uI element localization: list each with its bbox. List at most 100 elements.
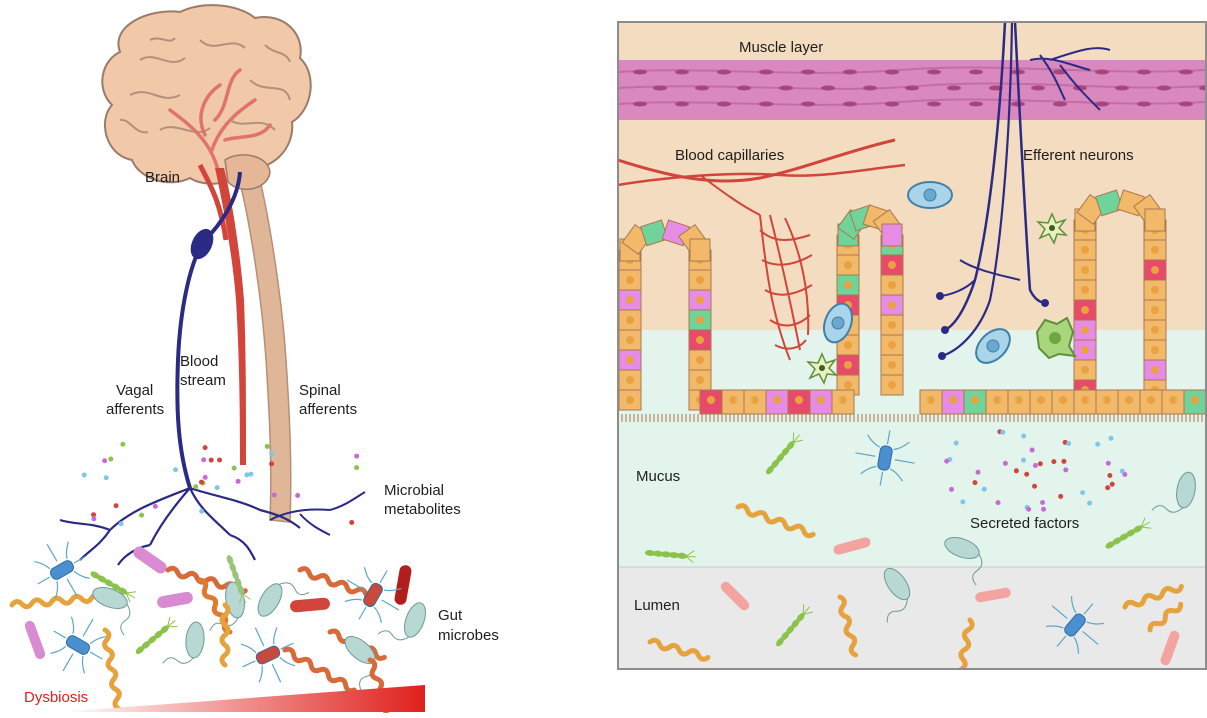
epithelial-cell (619, 270, 641, 290)
epithelial-cell (1144, 360, 1166, 380)
label-muscle-layer: Muscle layer (739, 39, 823, 56)
epithelial-cell (832, 390, 854, 414)
metabolite-dot (215, 485, 220, 490)
secreted-factor-dot (1003, 461, 1008, 466)
epithelial-cell (1144, 240, 1166, 260)
epithelial-cell (881, 255, 903, 275)
spirillum-bacterium (222, 605, 228, 665)
secreted-factor-dot (1033, 463, 1038, 468)
secreted-factor-dot (1107, 473, 1112, 478)
secreted-factor-dot (1080, 490, 1085, 495)
rod-bacterium (156, 591, 194, 609)
secreted-factor-dot (1120, 469, 1125, 474)
epithelial-cell (619, 370, 641, 390)
muscle-nucleus (821, 86, 835, 91)
muscle-nucleus (1095, 70, 1109, 75)
epithelial-cell (788, 390, 810, 414)
muscle-nucleus (759, 102, 773, 107)
muscle-nucleus (927, 102, 941, 107)
muscle-nucleus (863, 86, 877, 91)
microvilli-brush-border (618, 414, 1202, 422)
epithelial-cell (619, 350, 641, 370)
label-secreted-factors: Secreted factors (970, 515, 1079, 532)
muscle-nucleus (905, 86, 919, 91)
right-panel: Muscle layer Blood capillaries Efferent … (618, 22, 1207, 680)
secreted-factor-dot (1110, 482, 1115, 487)
metabolite-dot (91, 516, 96, 521)
label-blood-stream-1: Blood (180, 353, 218, 370)
secreted-factor-dot (1026, 507, 1031, 512)
rod-bacterium (394, 564, 413, 605)
muscle-nucleus (653, 86, 667, 91)
metabolite-dot (193, 484, 198, 489)
epithelial-cell (1030, 390, 1052, 414)
muscle-nucleus (885, 70, 899, 75)
label-blood-capillaries: Blood capillaries (675, 147, 784, 164)
muscle-nucleus (1157, 86, 1171, 91)
epithelial-cell (619, 330, 641, 350)
metabolite-dot (108, 457, 113, 462)
metabolite-dot (153, 504, 158, 509)
epithelial-cell (619, 290, 641, 310)
epithelial-cell (1074, 240, 1096, 260)
muscle-nucleus (675, 102, 689, 107)
label-vagal-afferents-2: afferents (106, 401, 164, 418)
epithelial-cell (837, 255, 859, 275)
epithelial-cell (1074, 260, 1096, 280)
muscle-nucleus (843, 70, 857, 75)
epithelial-cell (1074, 390, 1096, 414)
metabolite-dot (102, 458, 107, 463)
label-brain: Brain (145, 169, 180, 186)
epithelial-cell (1140, 390, 1162, 414)
secreted-factor-dot (1051, 459, 1056, 464)
epithelial-cell (1144, 320, 1166, 340)
epithelial-cell (700, 390, 722, 414)
label-spinal-afferents-1: Spinal (299, 382, 341, 399)
label-gut-microbes-2: microbes (438, 627, 499, 644)
muscle-nucleus (1137, 70, 1151, 75)
label-lumen: Lumen (634, 597, 680, 614)
epithelial-cell (1144, 300, 1166, 320)
epithelial-cell (1074, 300, 1096, 320)
secreted-factor-dot (982, 487, 987, 492)
metabolite-dot (236, 479, 241, 484)
muscle-nucleus (1179, 70, 1193, 75)
secreted-factor-dot (996, 500, 1001, 505)
muscle-nucleus (779, 86, 793, 91)
muscle-nucleus (801, 70, 815, 75)
label-spinal-afferents-2: afferents (299, 401, 357, 418)
muscle-nucleus (1031, 86, 1045, 91)
secreted-factor-dot (972, 480, 977, 485)
epithelial-cell (1096, 390, 1118, 414)
epithelial-cell (920, 390, 942, 414)
metabolite-dot (139, 513, 144, 518)
epithelial-cell (1145, 209, 1165, 231)
label-blood-stream-2: stream (180, 372, 226, 389)
secreted-factor-dot (949, 487, 954, 492)
lumen-layer (618, 567, 1206, 669)
metabolite-dot (272, 492, 277, 497)
rod-bacterium (131, 544, 169, 576)
label-gut-microbes-1: Gut (438, 607, 463, 624)
epithelial-cell (881, 315, 903, 335)
epithelial-cell (1144, 340, 1166, 360)
metabolite-dot (269, 461, 274, 466)
epithelial-cell (619, 310, 641, 330)
secreted-factor-dot (1040, 500, 1045, 505)
label-efferent-neurons: Efferent neurons (1023, 147, 1134, 164)
metabolite-dot (265, 444, 270, 449)
secreted-factor-dot (976, 470, 981, 475)
secreted-factor-dot (1041, 507, 1046, 512)
metabolite-dot (203, 445, 208, 450)
metabolite-dot (119, 521, 124, 526)
spirillum-bacterium (102, 629, 122, 709)
brain-illustration (102, 5, 310, 189)
metabolite-dot (248, 472, 253, 477)
secreted-factor-dot (1014, 468, 1019, 473)
rod-bacterium (23, 619, 46, 660)
epithelial-cell (689, 350, 711, 370)
spinal-cord (238, 172, 291, 522)
muscle-nucleus (759, 70, 773, 75)
metabolite-dot (82, 473, 87, 478)
